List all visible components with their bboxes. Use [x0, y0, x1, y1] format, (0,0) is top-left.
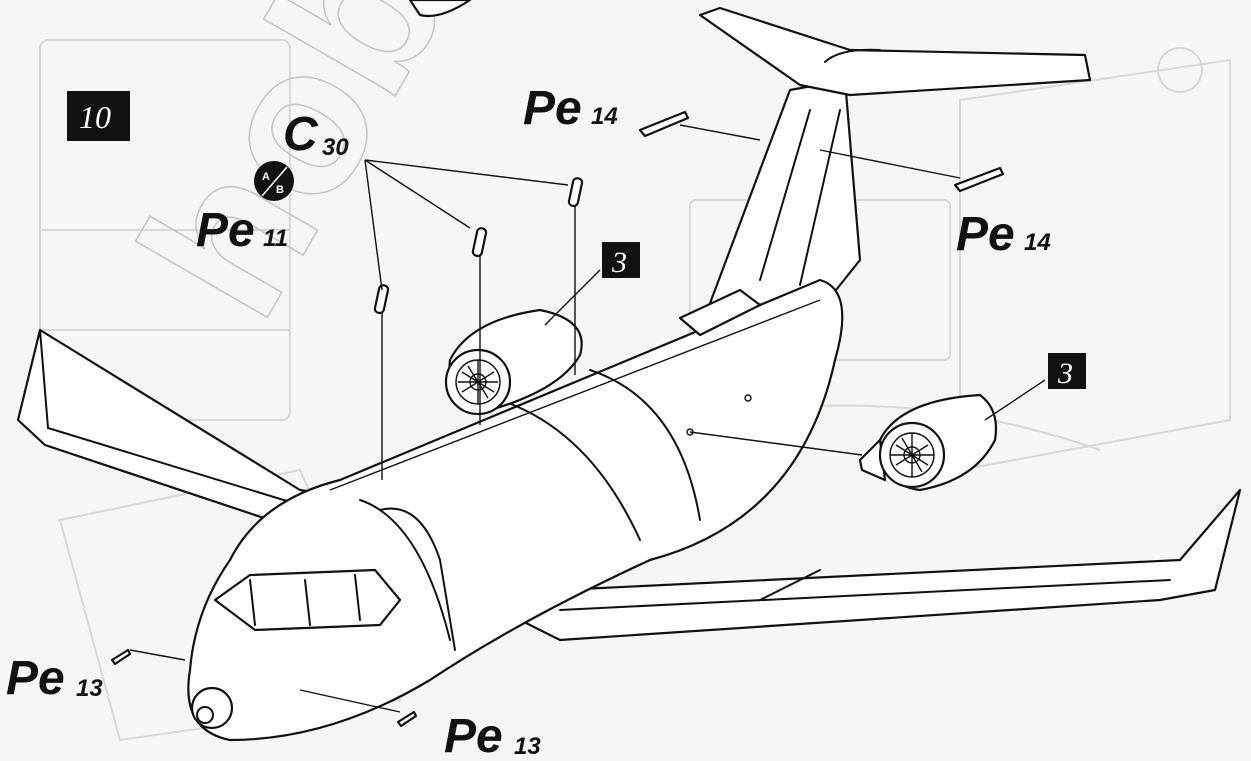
substep-right-leader [984, 379, 1046, 421]
horizontal-stabilizer [698, 6, 1092, 97]
pe13-parts [110, 648, 418, 728]
label-pe13-bottom-letter: Pe [444, 710, 503, 761]
engine-right-leader [689, 431, 863, 456]
substep-left-leader [544, 269, 601, 326]
substep-label-right: 3 [1057, 357, 1073, 390]
label-pe13-left-letter: Pe [6, 652, 65, 705]
label-pe11-letter: Pe [196, 204, 255, 257]
engine-right [858, 393, 998, 492]
ab-badge: A B [254, 161, 294, 201]
substep-label-left: 3 [611, 246, 627, 279]
nose-cone [190, 686, 234, 730]
label-pe14-top-letter: Pe [523, 82, 582, 135]
ab-badge-top: A [262, 171, 270, 183]
label-c30-letter: C [283, 108, 319, 161]
antenna-parts [364, 159, 584, 480]
engine-left [444, 308, 583, 416]
label-pe14-right-num: 14 [1024, 229, 1051, 256]
label-c30-num: 30 [322, 134, 349, 161]
substep-box-left [602, 242, 640, 278]
pe14-parts [638, 110, 1005, 193]
label-pe14-right-letter: Pe [956, 208, 1015, 261]
label-pe13-bottom-num: 13 [514, 733, 541, 760]
aircraft-drawing [16, 6, 1242, 742]
cropped-part-top [408, 0, 472, 18]
step-number: 10 [79, 99, 111, 135]
step-number-box [67, 91, 130, 141]
label-pe11-num: 11 [263, 225, 288, 252]
ab-badge-bottom: B [276, 184, 284, 196]
watermark: hobby [95, 0, 613, 352]
substep-box-right [1048, 353, 1086, 389]
label-pe14-top-num: 14 [591, 103, 618, 130]
label-pe13-left-num: 13 [76, 675, 103, 702]
